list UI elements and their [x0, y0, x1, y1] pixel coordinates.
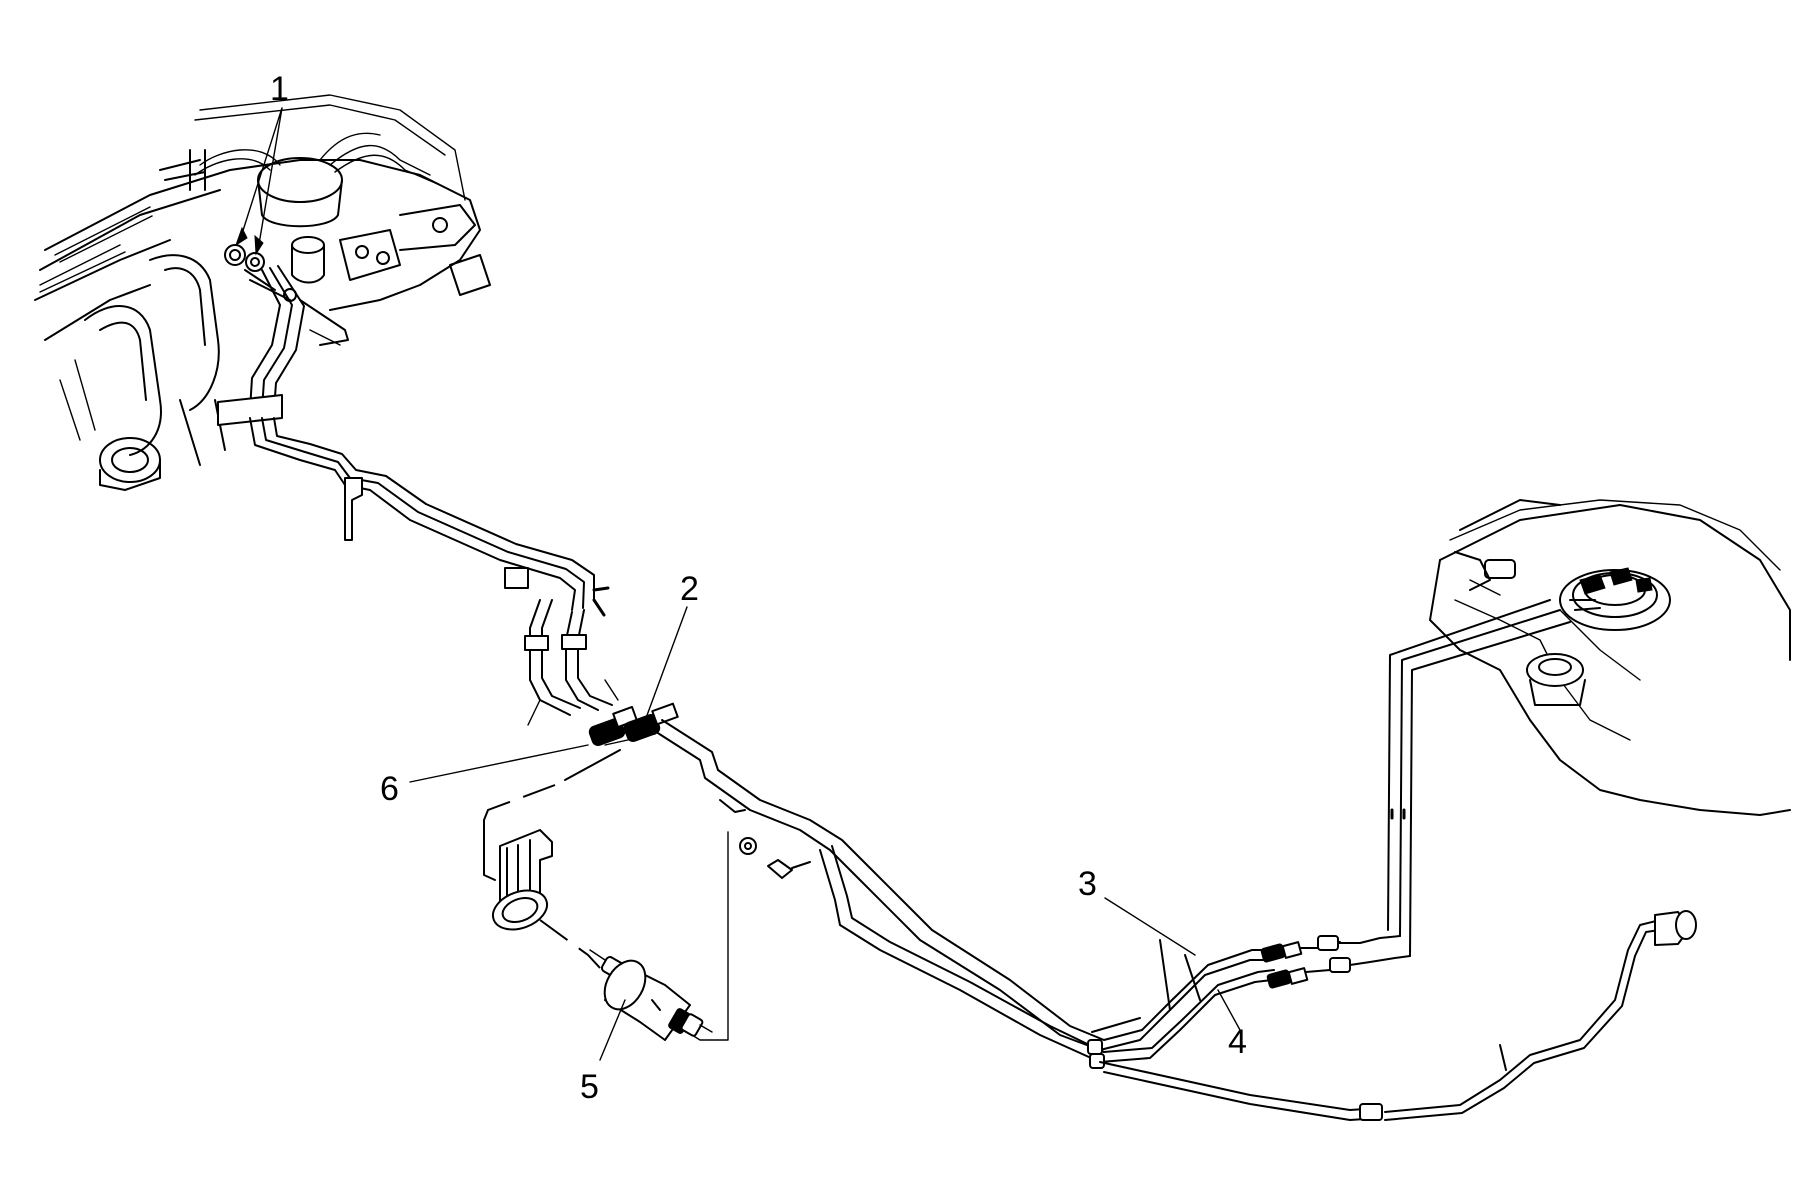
- callout-label-4: 4: [1228, 1023, 1247, 1061]
- rear-fuel-lines: [649, 719, 1105, 1063]
- engine-assembly: [34, 94, 491, 491]
- vapor-line: [1099, 910, 1697, 1121]
- line-clamp: [217, 394, 283, 426]
- filter-bracket-detail: [739, 837, 811, 879]
- filter-feed-lines: [524, 586, 619, 726]
- callout-label-2: 2: [680, 570, 699, 608]
- tank-line-section: [1087, 935, 1411, 1069]
- fuel-line-bundle: [249, 417, 595, 611]
- quick-connect-fittings: [588, 702, 679, 747]
- fuel-filter: [589, 949, 713, 1041]
- tank-feed-lines: [1387, 599, 1571, 957]
- callout-6: 6: [380, 744, 589, 808]
- filter-bracket: [491, 829, 553, 931]
- callout-label-6: 6: [380, 770, 399, 808]
- fuel-tank: [1429, 499, 1791, 816]
- line-clamps: [344, 477, 529, 589]
- callout-label-5: 5: [580, 1068, 599, 1106]
- callout-2: 2: [645, 570, 699, 719]
- callout-1: 1: [235, 70, 289, 256]
- callout-4: 4: [1217, 989, 1247, 1061]
- callout-label-3: 3: [1078, 865, 1097, 903]
- callout-3: 3: [1078, 865, 1196, 956]
- callout-5: 5: [580, 999, 626, 1106]
- callout-label-1: 1: [270, 70, 289, 108]
